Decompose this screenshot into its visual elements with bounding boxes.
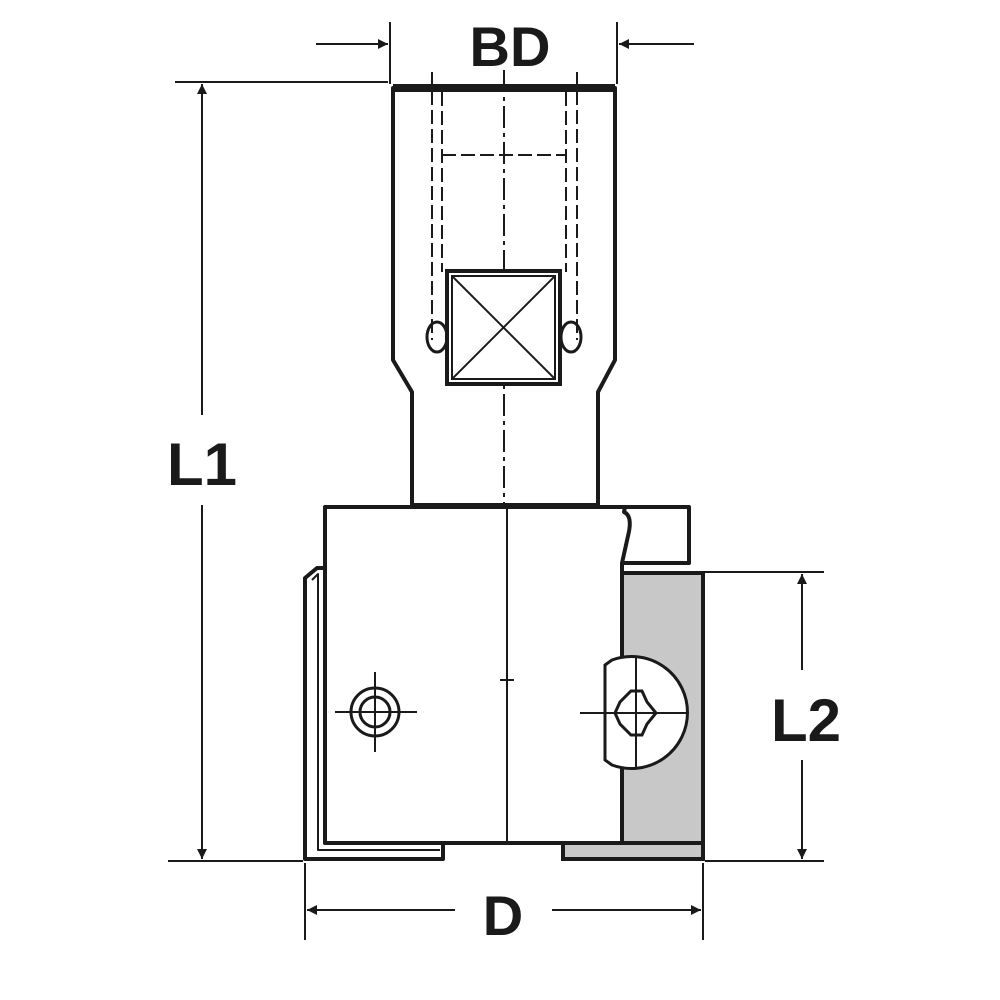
right-knife-base (561, 841, 705, 861)
d-label: D (483, 884, 523, 947)
l2-label: L2 (771, 687, 841, 754)
dimension-d (304, 863, 704, 940)
left-knife (303, 566, 445, 861)
dimension-l1 (168, 81, 388, 862)
torx-screw-icon (580, 655, 689, 770)
dimension-bd (316, 22, 694, 84)
keyway-square (425, 269, 583, 386)
bd-label: BD (470, 15, 551, 78)
l1-label: L1 (167, 431, 237, 498)
screw-hole (335, 672, 417, 752)
dimension-l2 (705, 571, 824, 862)
